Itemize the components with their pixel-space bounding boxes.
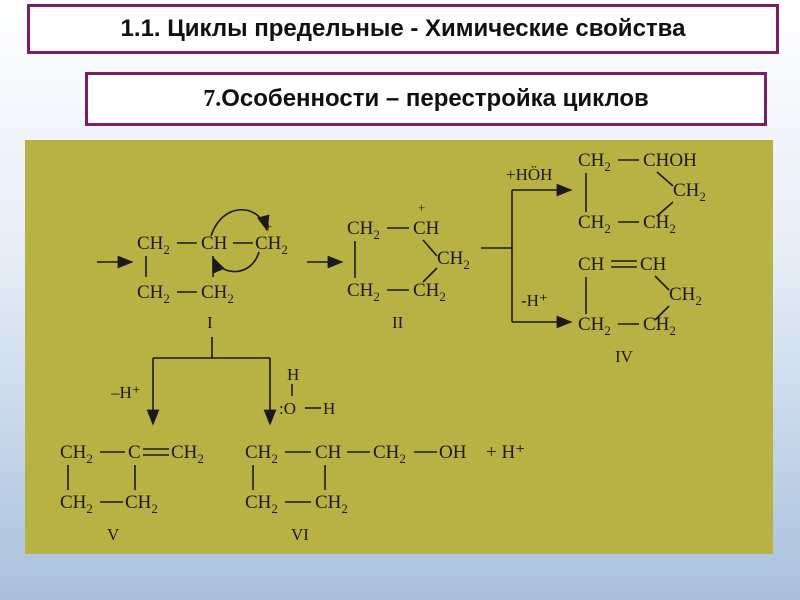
II-ch2-bottom-left: CH2 <box>347 280 380 304</box>
I-curved-arrow-bottom <box>212 251 260 274</box>
reagent-minus-h-right: -H⁺ <box>521 291 548 310</box>
II-ch2-bottom-right: CH2 <box>413 280 446 304</box>
compound-cyclopentanol: CH2 CHOH CH2 CH2 CH2 <box>578 150 706 236</box>
VI-ch2-chain: CH2 <box>373 442 406 466</box>
VI-ch2-bottom-right: CH2 <box>315 492 348 516</box>
II-charge: + <box>418 200 425 215</box>
II-ch2-top-left: CH2 <box>347 218 380 242</box>
V-ch2-top-left: CH2 <box>60 442 93 466</box>
compound-IV: CH CH CH2 CH2 CH2 IV <box>578 254 702 366</box>
VI-ch: CH <box>315 442 342 463</box>
subtitle-number: 7. <box>203 85 222 112</box>
compound-I: CH2 CH CH2 + CH2 CH2 I <box>97 209 288 332</box>
I-ch2-top-right: CH2 <box>255 233 288 257</box>
I-ch-top: CH <box>201 233 228 254</box>
III-ch2-bottom-right: CH2 <box>643 212 676 236</box>
label-IV: IV <box>615 347 634 366</box>
compound-V: CH2 C CH2 CH2 CH2 V <box>60 442 204 544</box>
reaction-scheme-panel: CH2 CH CH2 + CH2 CH2 I CH2 CH + CH2 <box>25 140 773 554</box>
I-ch2-bottom-right: CH2 <box>201 282 234 306</box>
III-choh: CHOH <box>643 150 697 171</box>
V-ch2-exo: CH2 <box>171 442 204 466</box>
I-ch2-bottom-left: CH2 <box>137 282 170 306</box>
compound-II: CH2 CH + CH2 CH2 CH2 II <box>347 200 470 332</box>
III-ch2-top-left: CH2 <box>578 150 611 174</box>
VI-ch2-top-left: CH2 <box>245 442 278 466</box>
reaction-scheme: CH2 CH CH2 + CH2 CH2 I CH2 CH + CH2 <box>60 150 706 544</box>
I-ch2-top-left: CH2 <box>137 233 170 257</box>
IV-ch2-bottom-left: CH2 <box>578 314 611 338</box>
slide-title-text: 1.1. Циклы предельные - Химические свойс… <box>120 15 686 42</box>
water-o: :O <box>279 399 296 418</box>
V-ch2-bottom-right: CH2 <box>125 492 158 516</box>
label-I: I <box>207 313 213 332</box>
label-V: V <box>107 525 120 544</box>
reagent-minus-h-left: –H⁺ <box>110 383 141 402</box>
reagent-water: +HÖH <box>506 165 552 184</box>
V-ch2-bottom-left: CH2 <box>60 492 93 516</box>
slide-title: 1.1. Циклы предельные - Химические свойс… <box>27 4 779 54</box>
IV-ch-left: CH <box>578 254 605 275</box>
slide-subtitle: 7. Особенности – перестройка циклов <box>85 72 767 126</box>
VI-ch2-bottom-left: CH2 <box>245 492 278 516</box>
water-h-top: H <box>287 365 299 384</box>
label-VI: VI <box>291 525 309 544</box>
II-ch2-right: CH2 <box>437 248 470 272</box>
label-II: II <box>392 313 404 332</box>
water-h-right: H <box>323 399 335 418</box>
I-curved-arrow-top <box>210 209 270 237</box>
V-c: C <box>128 442 141 463</box>
III-ch2-right: CH2 <box>673 180 706 204</box>
product-plus-h: + H⁺ <box>486 442 525 463</box>
VI-oh: OH <box>439 442 467 463</box>
IV-ch2-right: CH2 <box>669 284 702 308</box>
III-ch2-bottom-left: CH2 <box>578 212 611 236</box>
IV-ch2-bottom-right: CH2 <box>643 314 676 338</box>
IV-ch-right: CH <box>640 254 667 275</box>
subtitle-text: Особенности – перестройка циклов <box>221 85 649 112</box>
compound-VI: CH2 CH CH2 OH + H⁺ CH2 CH2 VI <box>245 442 525 544</box>
II-ch-top: CH <box>413 218 440 239</box>
